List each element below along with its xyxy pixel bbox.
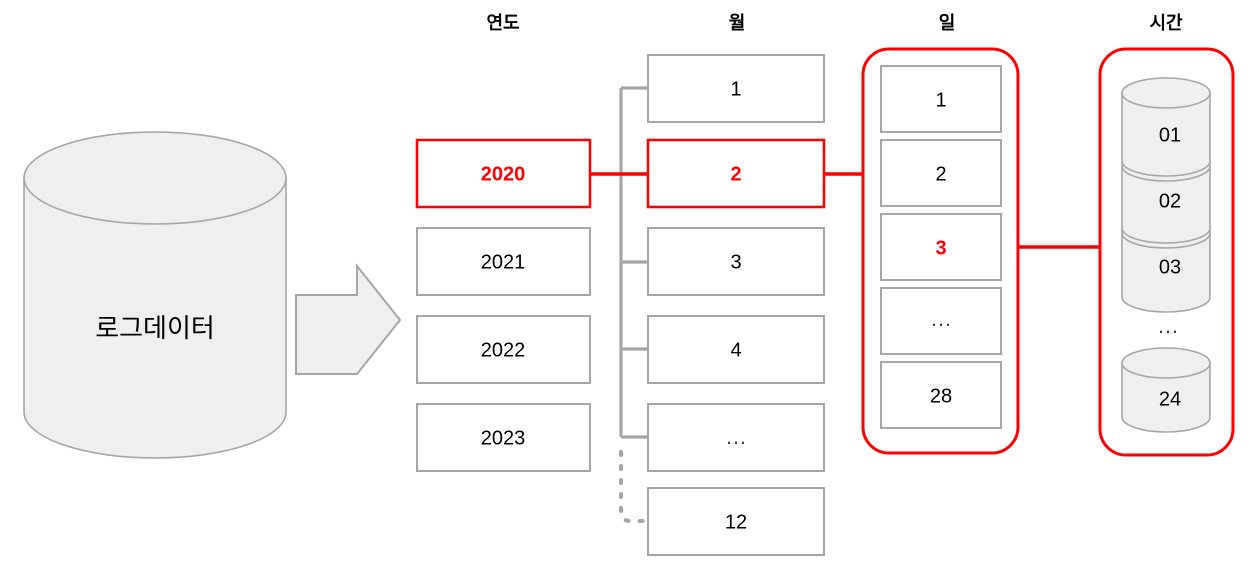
month-box-2-label: 2 xyxy=(730,163,741,185)
month-box-ellipsis[interactable]: … xyxy=(647,403,825,472)
month-box-2[interactable]: 2 xyxy=(646,138,826,209)
year-box-2020[interactable]: 2020 xyxy=(415,138,592,209)
year-box-2020-label: 2020 xyxy=(481,163,526,185)
day-column: 1 2 3 … 28 xyxy=(861,47,1020,455)
hour-cylinder-02-label: 02 xyxy=(1159,190,1181,212)
year-box-2021-label: 2021 xyxy=(481,251,526,273)
hour-cylinder-24-label: 24 xyxy=(1159,388,1181,410)
day-group-outline xyxy=(861,47,1020,455)
day-box-3[interactable]: 3 xyxy=(880,213,1002,281)
day-box-3-rect[interactable] xyxy=(880,213,1002,281)
month-box-ellipsis-label: … xyxy=(725,424,747,449)
hour-cylinder-01-label: 01 xyxy=(1159,124,1181,146)
hour-cylinder-24[interactable]: 24 xyxy=(1121,347,1211,433)
month-column: 1 2 3 4 … 12 xyxy=(646,54,826,556)
month-box-3[interactable]: 3 xyxy=(647,227,825,296)
day-box-1[interactable]: 1 xyxy=(880,65,1002,133)
month-box-1-rect[interactable] xyxy=(647,54,825,123)
day-box-2-rect[interactable] xyxy=(880,139,1002,207)
hour-cylinder-24-top xyxy=(1121,347,1211,379)
year-box-2021[interactable]: 2021 xyxy=(416,227,591,296)
month-box-12-rect[interactable] xyxy=(647,487,825,556)
hour-cylinder-stack: 01 02 03 xyxy=(1121,77,1211,313)
year-box-2023-rect[interactable] xyxy=(416,403,591,472)
month-box-4-rect[interactable] xyxy=(647,315,825,384)
month-box-1-label: 1 xyxy=(730,78,741,100)
year-box-2021-rect[interactable] xyxy=(416,227,591,296)
log-data-cylinder-top xyxy=(23,131,287,225)
hour-cylinder-02-bottom-edge xyxy=(1121,227,1211,244)
log-data-cylinder: 로그데이터 xyxy=(23,131,287,459)
year-column: 2020 2021 2022 2023 xyxy=(415,138,592,472)
hour-cylinder-03-label: 03 xyxy=(1159,256,1181,278)
day-box-1-rect[interactable] xyxy=(880,65,1002,133)
day-box-28-label: 28 xyxy=(930,385,952,407)
hour-ellipsis-label: … xyxy=(1157,313,1179,338)
day-box-28[interactable]: 28 xyxy=(880,361,1002,429)
year-box-2020-rect[interactable] xyxy=(415,138,592,209)
day-box-2-label: 2 xyxy=(935,163,946,185)
hour-column: 01 02 03 … 24 xyxy=(1098,47,1235,457)
year-box-2022-label: 2022 xyxy=(481,339,526,361)
hour-cylinder-01-bottom-edge xyxy=(1121,160,1211,177)
day-box-ellipsis[interactable]: … xyxy=(880,287,1002,355)
month-box-12[interactable]: 12 xyxy=(647,487,825,556)
hour-cylinder-02-top-edge[interactable] xyxy=(1121,165,1211,182)
year-box-2023-label: 2023 xyxy=(481,427,526,449)
day-box-3-label: 3 xyxy=(935,237,946,259)
year-box-2022[interactable]: 2022 xyxy=(416,315,591,384)
hour-cylinder-01-top[interactable] xyxy=(1121,77,1211,109)
hour-stack-body xyxy=(1121,92,1211,313)
month-box-3-rect[interactable] xyxy=(647,227,825,296)
month-box-3-label: 3 xyxy=(730,251,741,273)
hour-group-outline xyxy=(1098,47,1235,457)
log-data-cylinder-body xyxy=(23,177,287,459)
year-box-2022-rect[interactable] xyxy=(416,315,591,384)
month-box-ellipsis-rect[interactable] xyxy=(647,403,825,472)
day-box-1-label: 1 xyxy=(935,89,946,111)
column-title-month: 월 xyxy=(729,13,746,33)
month-box-4[interactable]: 4 xyxy=(647,315,825,384)
month-box-4-label: 4 xyxy=(730,339,741,361)
flow-arrow-icon xyxy=(295,263,402,375)
day-box-ellipsis-rect[interactable] xyxy=(880,287,1002,355)
hour-cylinder-03-top-edge[interactable] xyxy=(1121,232,1211,249)
log-data-label: 로그데이터 xyxy=(95,313,215,343)
hour-cylinder-24-body xyxy=(1121,362,1211,433)
month-box-1[interactable]: 1 xyxy=(647,54,825,123)
day-box-ellipsis-label: … xyxy=(930,306,952,331)
month-box-2-rect[interactable] xyxy=(646,138,826,209)
day-box-28-rect[interactable] xyxy=(880,361,1002,429)
column-title-day: 일 xyxy=(939,13,956,33)
column-title-hour: 시간 xyxy=(1149,13,1183,33)
month-box-12-label: 12 xyxy=(725,511,747,533)
selected-path-highlight xyxy=(590,172,1101,249)
month-tree-connector xyxy=(619,86,650,523)
tree-branch-month-12-dotted xyxy=(619,450,650,523)
day-box-2[interactable]: 2 xyxy=(880,139,1002,207)
year-box-2023[interactable]: 2023 xyxy=(416,403,591,472)
column-title-year: 연도 xyxy=(486,13,519,33)
